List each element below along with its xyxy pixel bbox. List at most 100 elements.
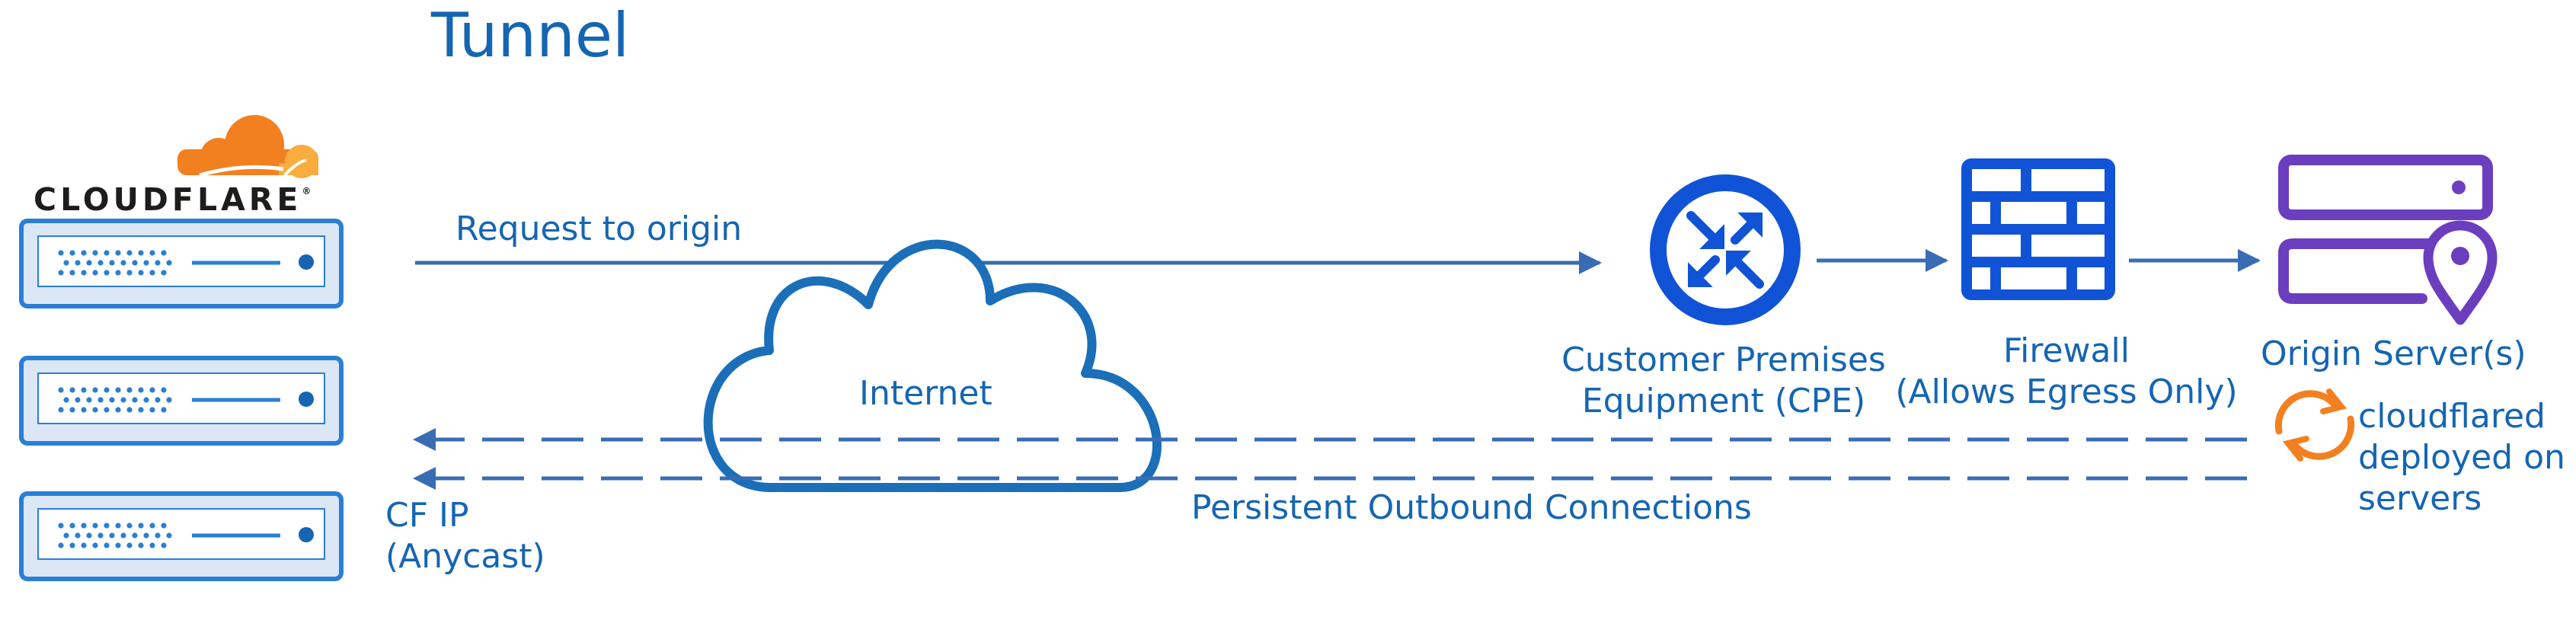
cloudflared-label-line-2: deployed on <box>2358 438 2565 477</box>
server-panel-dot <box>58 407 64 413</box>
server-panel-dot <box>81 250 87 256</box>
cf-ip-label: CF IP (Anycast) <box>385 495 545 577</box>
server-panel-dot <box>81 407 87 413</box>
server-panel-dot <box>109 532 115 539</box>
cloudflared-label-line-3: servers <box>2358 479 2482 518</box>
server-panel-dot <box>126 523 133 529</box>
server-panel-dot <box>155 260 161 266</box>
server-panel-dot <box>92 250 98 256</box>
server-panel-dot <box>58 270 64 276</box>
server-panel-dot <box>143 397 149 403</box>
server-panel-dot <box>115 270 121 276</box>
cloudflare-server-icon <box>19 491 344 581</box>
cpe-label: Customer Premises Equipment (CPE) <box>1537 340 1910 422</box>
server-panel-dot <box>69 250 75 256</box>
cloudflared-label-line-1: cloudflared <box>2358 397 2546 436</box>
server-panel-dot <box>86 532 92 539</box>
server-panel-dot <box>75 397 81 403</box>
persistent-connections-label: Persistent Outbound Connections <box>1191 488 1752 527</box>
origin-label: Origin Server(s) <box>2261 334 2526 373</box>
server-panel-dot <box>155 397 161 403</box>
server-panel-dot <box>63 397 69 403</box>
server-panel-dot <box>149 387 155 393</box>
server-panel-dot <box>120 260 126 266</box>
cloudflare-server-icon <box>19 356 344 446</box>
server-panel-dot <box>138 250 144 256</box>
origin-server-icon <box>2278 155 2498 325</box>
server-panel-dot <box>138 542 144 548</box>
server-panel-dot <box>161 523 167 529</box>
server-panel-dot <box>81 523 87 529</box>
server-panel-dot <box>75 532 81 539</box>
diagram-title: Tunnel <box>431 0 630 71</box>
server-panel-dot <box>149 407 155 413</box>
server-panel-dot <box>126 542 133 548</box>
server-panel-dot <box>138 270 144 276</box>
cloudflared-label: cloudflared deployed on servers <box>2358 396 2565 519</box>
server-panel-dot <box>92 523 98 529</box>
server-panel-dot <box>104 270 110 276</box>
server-panel-dot <box>115 523 121 529</box>
server-panel-dot <box>104 387 110 393</box>
server-panel-dot <box>58 387 64 393</box>
server-panel-dot <box>86 397 92 403</box>
server-panel-dot <box>69 407 75 413</box>
server-panel-dot <box>63 532 69 539</box>
server-panel-dot <box>104 542 110 548</box>
server-panel-dot <box>58 542 64 548</box>
server-panel-dot <box>97 532 104 539</box>
server-panel-dot <box>81 542 87 548</box>
server-panel-dot <box>104 250 110 256</box>
server-panel-dot <box>104 523 110 529</box>
server-panel-dot <box>115 407 121 413</box>
server-panel-dot <box>161 270 167 276</box>
server-panel-dot <box>143 532 149 539</box>
server-panel-dot <box>166 260 172 266</box>
firewall-label-line-1: Firewall <box>2003 331 2130 370</box>
server-panel-dot <box>92 270 98 276</box>
cloudflare-wordmark: CLOUDFLARE® <box>34 181 312 218</box>
server-panel-dot <box>92 387 98 393</box>
cf-ip-label-line-1: CF IP <box>385 496 469 535</box>
server-panel-dot <box>97 260 104 266</box>
server-panel-dot <box>126 407 133 413</box>
server-panel-dot <box>143 260 149 266</box>
server-panel-dot <box>109 260 115 266</box>
request-label: Request to origin <box>455 209 743 248</box>
router-icon <box>1650 174 1801 325</box>
firewall-label: Firewall (Allows Egress Only) <box>1895 331 2238 413</box>
internet-cloud-icon <box>703 239 1162 492</box>
server-panel-dot <box>126 270 133 276</box>
cpe-label-line-2: Equipment (CPE) <box>1581 382 1866 420</box>
server-panel-dot <box>166 397 172 403</box>
server-panel-dot <box>120 397 126 403</box>
firewall-icon <box>1961 158 2115 300</box>
server-panel-dot <box>63 260 69 266</box>
server-panel-dot <box>149 542 155 548</box>
server-panel-dot <box>104 407 110 413</box>
server-panel-dot <box>138 523 144 529</box>
firewall-label-line-2: (Allows Egress Only) <box>1895 372 2238 411</box>
server-panel-dot <box>69 523 75 529</box>
server-panel-dot <box>115 542 121 548</box>
server-panel-dot <box>58 250 64 256</box>
server-panel-dot <box>138 387 144 393</box>
server-panel-dot <box>97 397 104 403</box>
cf-ip-label-line-2: (Anycast) <box>385 537 545 576</box>
server-panel-dot <box>149 250 155 256</box>
server-panel-dot <box>86 260 92 266</box>
server-panel-dot <box>115 250 121 256</box>
server-panel-dot <box>149 523 155 529</box>
cpe-label-line-1: Customer Premises <box>1561 340 1886 379</box>
sync-arrows-icon <box>2274 388 2355 462</box>
server-panel-dot <box>132 260 138 266</box>
server-panel-dot <box>155 532 161 539</box>
server-panel-dot <box>81 387 87 393</box>
server-panel-dot <box>161 387 167 393</box>
server-panel-dot <box>132 532 138 539</box>
server-panel-dot <box>81 270 87 276</box>
server-panel-dot <box>132 397 138 403</box>
server-panel-dot <box>166 532 172 539</box>
